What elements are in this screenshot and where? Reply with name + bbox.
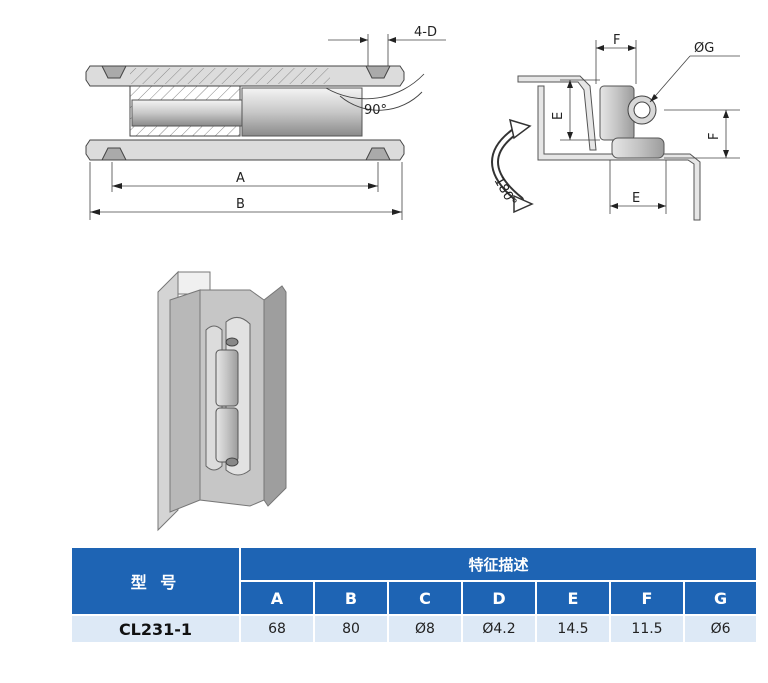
dim-f-top-label: F [613,33,620,48]
column-header-b: B [314,581,389,615]
header-feature-description: 特征描述 [240,548,757,582]
column-header-e: E [536,581,611,615]
technical-drawing: 4-D 90° A B F [85,25,740,532]
model-cell: CL231-1 [72,614,241,642]
value-cell-b: 80 [314,614,389,642]
dim-b-label: B [236,197,245,212]
dim-e-vertical-label: E [551,112,566,120]
column-header-a: A [240,581,315,615]
side-view: 4-D 90° A B [85,25,446,220]
end-view: F ØG E F E 180° [491,33,740,221]
spec-table: 型 号 特征描述 A B C D E F G CL231-1 68 80 Ø8 … [72,548,757,642]
value-cell-g: Ø6 [684,614,757,642]
header-model: 型 号 [72,548,241,615]
column-header-g: G [684,581,757,615]
dim-f-vertical-label: F [707,133,722,140]
value-cell-a: 68 [240,614,315,642]
angle-90-label: 90° [364,103,387,118]
value-cell-f: 11.5 [610,614,685,642]
column-header-c: C [388,581,463,615]
dim-4d-label: 4-D [414,25,437,40]
dim-a-label: A [236,171,245,186]
hinge-3d-render [157,270,287,532]
dim-g-label: ØG [694,41,714,56]
column-header-f: F [610,581,685,615]
value-cell-c: Ø8 [388,614,463,642]
value-cell-e: 14.5 [536,614,611,642]
value-cell-d: Ø4.2 [462,614,537,642]
column-header-d: D [462,581,537,615]
dim-e-horizontal-label: E [632,191,640,206]
table-row: CL231-1 68 80 Ø8 Ø4.2 14.5 11.5 Ø6 [72,614,757,642]
